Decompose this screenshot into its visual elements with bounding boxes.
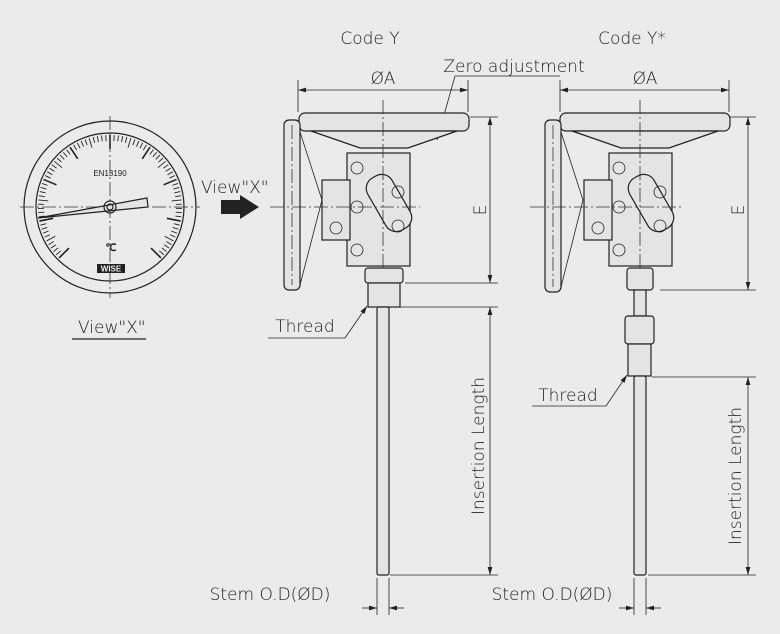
dial-tick: [53, 247, 59, 252]
dial-tick: [39, 217, 54, 222]
dial-tick: [174, 191, 181, 194]
dial-tick: [51, 164, 57, 169]
code-y-star-title: Code Y*: [598, 29, 666, 49]
code-y-height-e: E: [471, 205, 491, 216]
dial-tick: [157, 160, 166, 169]
dial-tick: [40, 187, 47, 190]
code-y-dia-a: ØA: [371, 69, 396, 89]
dial-tick: [159, 250, 165, 256]
code-y-stem-od: Stem O.D(ØD): [210, 585, 331, 605]
dial-tick: [50, 244, 57, 249]
dial-tick: [175, 195, 182, 198]
dial-tick: [124, 136, 128, 143]
gauge-pointer: [37, 197, 149, 219]
dial-tick: [88, 137, 93, 148]
dial-tick: [132, 139, 136, 146]
dial-tick: [171, 199, 182, 202]
dial-tick: [62, 151, 68, 158]
code-y-star-height-e: E: [729, 205, 749, 216]
code-y-drawing: Code Y ØA Zero adjustment E Insertion: [210, 29, 585, 615]
dial-tick: [42, 230, 49, 234]
code-y-star-insertion-length: Insertion Length: [726, 407, 746, 545]
code-y-star-drawing: Code Y* ØA E Insertion Length Thread Ste…: [492, 29, 756, 615]
dial-tick: [166, 241, 172, 246]
dial-tick: [43, 178, 57, 186]
view-direction-arrow-icon: [221, 195, 259, 219]
dial-tick: [39, 191, 46, 194]
dial-tick: [172, 226, 179, 230]
dial-tick: [169, 234, 176, 238]
dial-tick: [69, 146, 79, 160]
dial-tick: [96, 136, 99, 143]
dial-tick: [46, 235, 56, 242]
dial-tick: [165, 167, 171, 172]
dial-tick: [38, 199, 49, 202]
dial-tick: [92, 136, 96, 143]
dial-tick: [173, 223, 180, 226]
dial-tick: [45, 175, 51, 179]
dial-tick: [149, 149, 154, 155]
dial-tick: [158, 157, 164, 163]
dial-tick: [55, 250, 61, 256]
dial-tick: [127, 137, 132, 148]
dial-tick: [54, 160, 63, 169]
gauge-standard-text: EN13190: [93, 169, 127, 178]
dial-tick: [38, 215, 45, 218]
dial-tick: [175, 215, 182, 218]
code-y-insertion-length: Insertion Length: [469, 377, 489, 515]
dial-tick: [73, 144, 78, 151]
dial-tick: [167, 171, 174, 176]
dial-tick: [101, 135, 103, 142]
dial-tick: [59, 154, 65, 160]
dial-tick: [142, 144, 147, 151]
dial-tick: [40, 223, 47, 226]
dial-tick: [171, 230, 178, 234]
dial-tick: [152, 151, 158, 158]
dial-tick: [41, 226, 48, 230]
dial-tick: [172, 182, 179, 186]
dial-tick: [164, 235, 174, 242]
dial-tick: [163, 244, 170, 249]
gauge-front-view: EN13190 ℃ WISE View"X" View"X": [20, 116, 269, 340]
dial-tick: [44, 234, 51, 238]
dial-tick: [121, 136, 124, 143]
dial-ticks: [38, 135, 182, 259]
dial-tick: [166, 217, 181, 222]
code-y-star-thread-label: Thread: [538, 386, 597, 406]
dial-tick: [117, 135, 119, 142]
brand-logo-text: WISE: [101, 265, 122, 274]
zero-adjustment-label: Zero adjustment: [443, 57, 584, 77]
dial-tick: [41, 182, 48, 186]
dial-tick: [169, 175, 175, 179]
dial-tick: [48, 241, 54, 246]
code-y-title: Code Y: [340, 29, 399, 49]
gauge-unit-text: ℃: [105, 243, 116, 254]
code-y-star-dia-a: ØA: [633, 69, 658, 89]
dial-tick: [46, 171, 53, 176]
dial-tick: [58, 247, 70, 259]
dial-tick: [163, 164, 169, 169]
dial-tick: [80, 140, 84, 147]
dial-tick: [84, 139, 88, 146]
dial-tick: [163, 178, 177, 186]
dial-tick: [155, 154, 161, 160]
dial-tick: [136, 140, 140, 147]
brand-logo: [97, 264, 125, 273]
dial-tick: [161, 247, 167, 252]
dial-tick: [66, 149, 71, 155]
code-y-star-stem-od: Stem O.D(ØD): [492, 585, 613, 605]
dial-tick: [76, 142, 81, 149]
dial-tick: [141, 146, 151, 160]
dial-tick: [139, 142, 144, 149]
dial-tick: [173, 187, 180, 190]
code-y-thread-label: Thread: [275, 317, 334, 337]
view-x-caption: View"X": [78, 318, 146, 338]
dial-tick: [38, 195, 45, 198]
dial-tick: [150, 247, 162, 259]
view-x-arrow-label: View"X": [201, 178, 269, 198]
dial-tick: [49, 167, 55, 172]
dial-tick: [56, 157, 62, 163]
